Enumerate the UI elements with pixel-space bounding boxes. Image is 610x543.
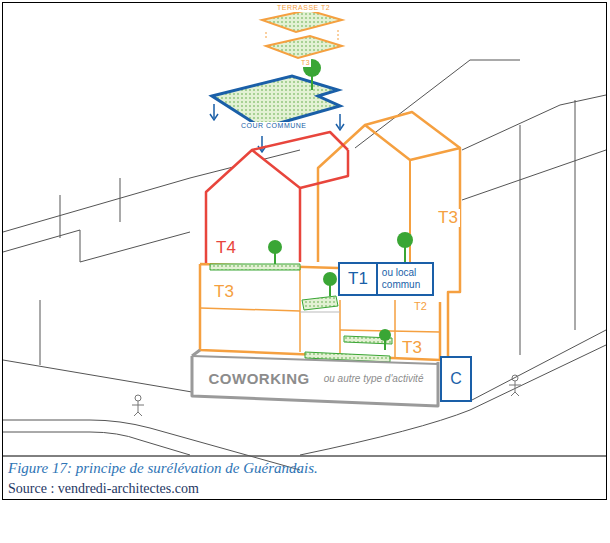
drop-line [266, 30, 338, 40]
facade-line [472, 330, 606, 400]
unit-note: ou autre type d'activité [322, 374, 426, 385]
courtyard-plate [212, 76, 340, 128]
ground-floor-outline [192, 350, 438, 406]
house-edge [520, 125, 521, 355]
terrace [302, 296, 338, 310]
tree-trunk [404, 246, 406, 262]
exploded-plates [210, 10, 344, 152]
pedestrian [512, 375, 518, 381]
unit-name: T3 [436, 209, 460, 227]
house-edge [120, 178, 121, 222]
ground-floor-outline [192, 356, 438, 364]
house-outline [206, 150, 300, 264]
wall-line [340, 300, 395, 358]
source-note: Source : vendredi-architectes.com [8, 481, 199, 496]
frame-rule [3, 456, 607, 457]
house-edge [60, 195, 61, 238]
street-edge [355, 60, 520, 148]
house-edge [40, 300, 41, 365]
unit-name: T3 [212, 283, 236, 301]
facade-line [3, 360, 192, 392]
street-lines [3, 60, 606, 470]
wall-line [299, 268, 301, 352]
tree [397, 232, 413, 248]
unit-name: C [450, 371, 462, 388]
unit-label-box: T3 [212, 282, 236, 302]
terrace [210, 264, 300, 270]
tree [268, 240, 282, 254]
tree [379, 329, 391, 341]
unit-name: T4 [214, 239, 238, 257]
roof-line [300, 150, 348, 188]
raised-houses [206, 112, 460, 358]
floor-line [200, 308, 300, 311]
unit-name: T2 [412, 301, 429, 313]
pedestrian [509, 381, 521, 396]
terrace-plate [266, 36, 342, 58]
unit-label-box: C [440, 356, 472, 402]
unit-label-box: T3 [436, 208, 460, 228]
street-edge [3, 178, 190, 232]
terraces [210, 232, 413, 362]
pedestrian [132, 401, 144, 416]
floor-line [300, 312, 340, 313]
neighbour-house [3, 230, 190, 262]
unit-label-box: T4 [214, 238, 238, 258]
neighbour-house [462, 150, 606, 200]
plan-label: COUR COMMUNE [240, 122, 308, 130]
roof-line [365, 112, 460, 148]
tree-trunk [384, 340, 386, 350]
unit-label-box: T1ou local commun [338, 262, 434, 296]
unit-label-box: T2 [412, 300, 429, 313]
pedestrian [135, 395, 141, 401]
plan-label: TERRASSE T2 [276, 4, 331, 12]
roof-line [252, 132, 348, 150]
house-outline [318, 125, 460, 358]
curb [3, 432, 190, 455]
house-edge [575, 100, 576, 330]
street-edge [462, 95, 606, 150]
frame [3, 3, 607, 500]
unit-label-box: T3 [400, 338, 424, 358]
terrace-plate [262, 10, 342, 32]
tree [323, 272, 337, 286]
unit-name: T1 [340, 264, 376, 294]
unit-label-box: COWORKING ou autre type d'activité [200, 365, 432, 393]
unit-name: T3 [400, 339, 424, 357]
unit-name: COWORKING [207, 371, 312, 387]
plan-label: T3 [300, 59, 311, 67]
figure-caption: Figure 17: principe de surélévation de G… [8, 460, 318, 477]
unit-note: ou local commun [376, 264, 432, 294]
